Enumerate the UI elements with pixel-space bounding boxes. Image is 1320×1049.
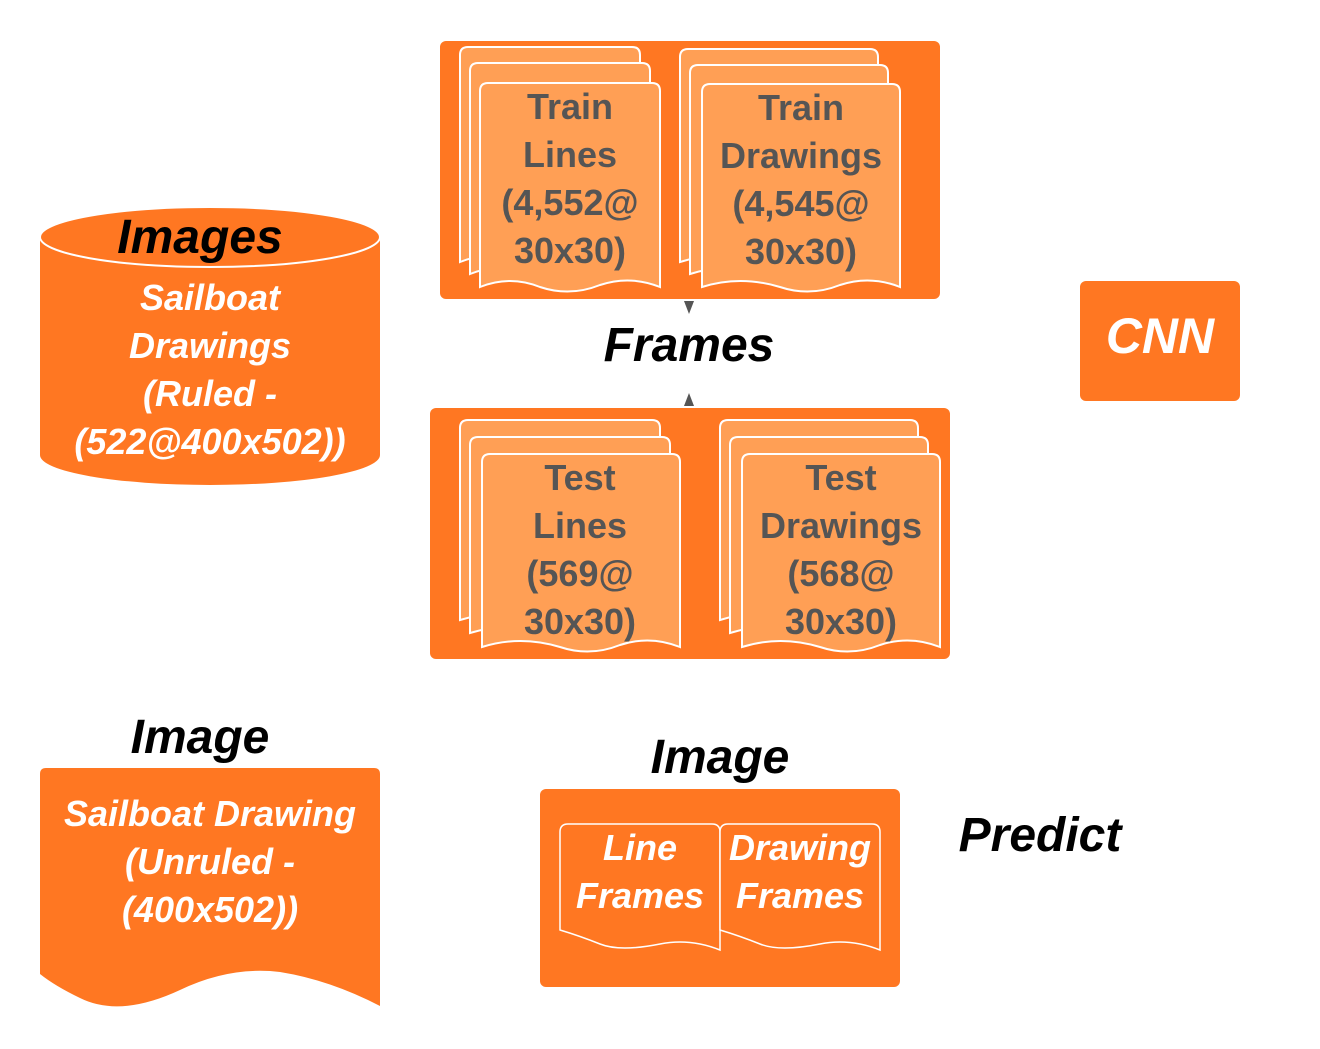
train-drawings-line-2: Drawings [719,135,883,176]
drawing-frames-text: Drawing Frames [720,824,880,920]
train-drawings-text: Train Drawings (4,545@ 30x30) [700,84,902,276]
test-drawings-line-1: Test [805,457,877,498]
images-db-title: Images [117,211,283,264]
frames-label: Frames [603,319,775,372]
line-frames-line-1: Line [602,827,677,868]
test-drawings-line-4: 30x30) [784,601,898,642]
drawing-frames-line-2: Frames [735,875,865,916]
train-drawings-line-1: Train [757,87,845,128]
train-lines-line-2: Lines [522,134,618,175]
line-frames-line-2: Frames [575,875,705,916]
train-drawings-doc-stack [679,48,901,293]
test-drawings-line-2: Drawings [759,505,923,546]
test-drawings-doc-stack [719,419,941,653]
test-lines-doc-stack [459,419,681,653]
images-db-line-3: (Ruled - [143,373,277,414]
train-lines-line-4: 30x30) [513,230,627,271]
image-input-line-2: (Unruled - [125,841,295,882]
train-lines-text: Train Lines (4,552@ 30x30) [480,83,660,275]
train-lines-line-3: (4,552@ [501,182,639,223]
train-lines-doc-stack [459,46,661,293]
images-db-line-4: (522@400x502)) [74,421,346,462]
images-db-description: Sailboat Drawings (Ruled - (522@400x502)… [40,274,380,466]
image-frames-title: Image [650,731,790,784]
frame-docs [559,823,881,952]
test-lines-line-1: Test [544,457,616,498]
cnn-box [1080,281,1240,401]
images-database-cylinder [39,206,381,485]
predict-label: Predict [958,809,1122,862]
train-drawings-line-3: (4,545@ [732,183,870,224]
image-input-title: Image [130,711,270,764]
image-input-document [40,768,380,1007]
image-input-line-3: (400x502)) [121,889,299,930]
train-drawings-line-4: 30x30) [744,231,858,272]
test-lines-line-2: Lines [532,505,628,546]
test-drawings-text: Test Drawings (568@ 30x30) [742,454,940,646]
images-db-line-2: Drawings [128,325,292,366]
image-input-line-1: Sailboat Drawing [63,793,357,834]
train-lines-line-1: Train [526,86,614,127]
test-drawings-line-3: (568@ [787,553,895,594]
arrow-up-icon [684,393,694,406]
arrow-down-icon [684,301,694,314]
test-lines-line-3: (569@ [526,553,634,594]
cnn-label: CNN [1105,308,1215,364]
image-input-description: Sailboat Drawing (Unruled - (400x502)) [40,790,380,934]
test-lines-line-4: 30x30) [523,601,637,642]
drawing-frames-line-1: Drawing [728,827,871,868]
test-lines-text: Test Lines (569@ 30x30) [490,454,670,646]
line-frames-text: Line Frames [560,824,720,920]
images-db-line-1: Sailboat [139,277,281,318]
